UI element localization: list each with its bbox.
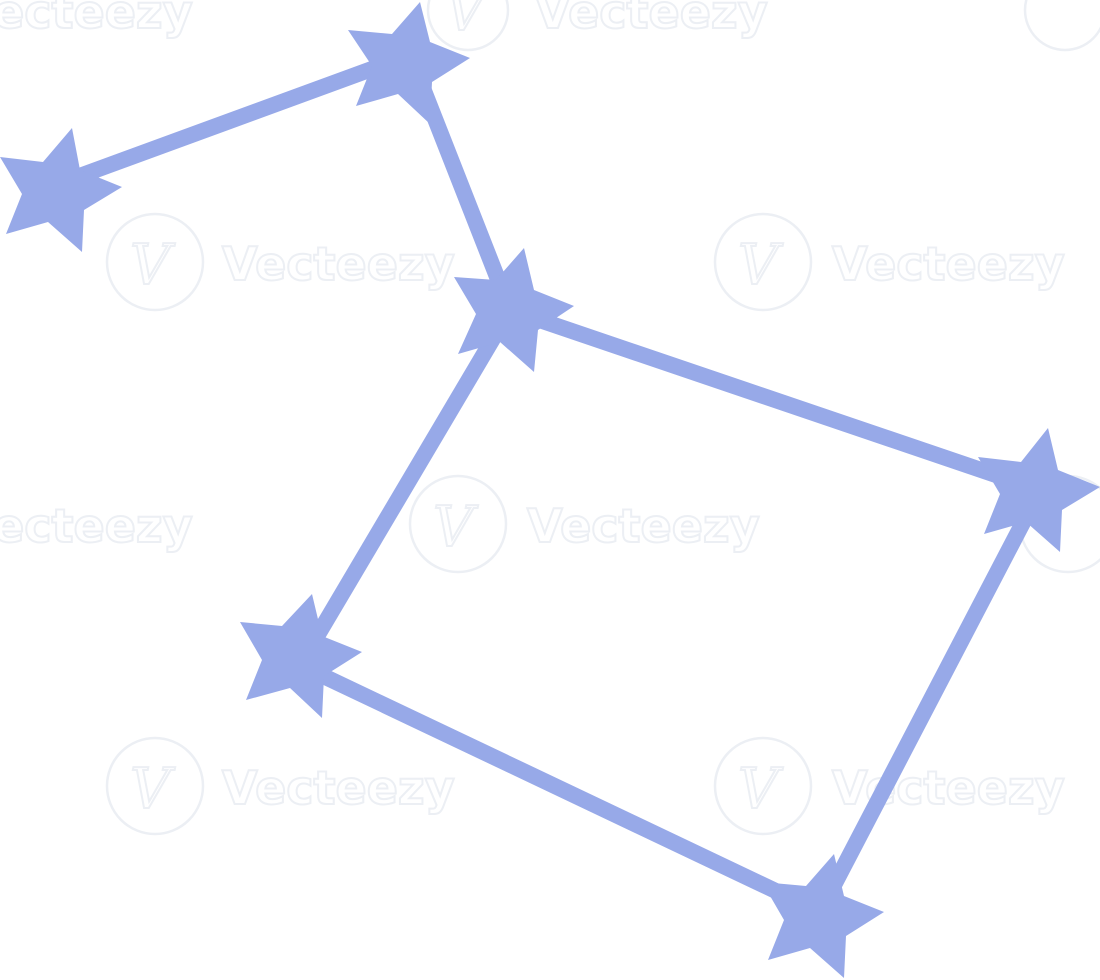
watermark-text: Vecteezy [535, 0, 768, 39]
watermark-row-1: Vecteezy V Vecteezy [0, 0, 1100, 52]
watermark-text: Vecteezy [527, 499, 760, 553]
watermark-logo-mark: V [445, 0, 491, 44]
watermark-logo [713, 736, 813, 836]
watermark-text: Vecteezy [222, 237, 455, 291]
watermark-row-2: V Vecteezy V Vecteezy [105, 212, 1066, 312]
watermark-text: Vecteezy [0, 499, 193, 553]
watermark-logo [713, 212, 813, 312]
star-icon [240, 594, 362, 718]
watermark-row-4: V Vecteezy V Vecteezy [105, 736, 1066, 836]
connector-line-4 [812, 486, 1048, 916]
watermark-text: Vecteezy [0, 0, 193, 39]
watermark-logo-mark: V [130, 233, 176, 298]
watermark-logo-mark: V [738, 757, 784, 822]
watermark-text: Vecteezy [222, 761, 455, 815]
watermark-text: Vecteezy [832, 237, 1065, 291]
watermark-logo [408, 474, 508, 574]
star-icon [978, 428, 1100, 552]
star-icon [0, 128, 122, 252]
watermark-logo [105, 212, 205, 312]
connector-line-1 [52, 47, 413, 193]
watermark-logo [426, 0, 510, 52]
connector-line-3 [507, 302, 1043, 498]
connector-line-5 [296, 657, 824, 920]
star-icon [348, 2, 470, 124]
watermark-logo-mark: V [433, 495, 479, 560]
star-icon [454, 248, 574, 372]
watermark-layer: Vecteezy V Vecteezy V Vecteezy V Vecteez… [0, 0, 1100, 836]
watermark-logo-mark: V [130, 757, 176, 822]
watermark-logo [1023, 0, 1100, 52]
watermark-row-3: Vecteezy V Vecteezy [0, 474, 1100, 574]
star-icon [762, 854, 884, 978]
watermark-logo [105, 736, 205, 836]
connector-line-6 [293, 305, 517, 670]
watermark-logo-mark: V [738, 233, 784, 298]
